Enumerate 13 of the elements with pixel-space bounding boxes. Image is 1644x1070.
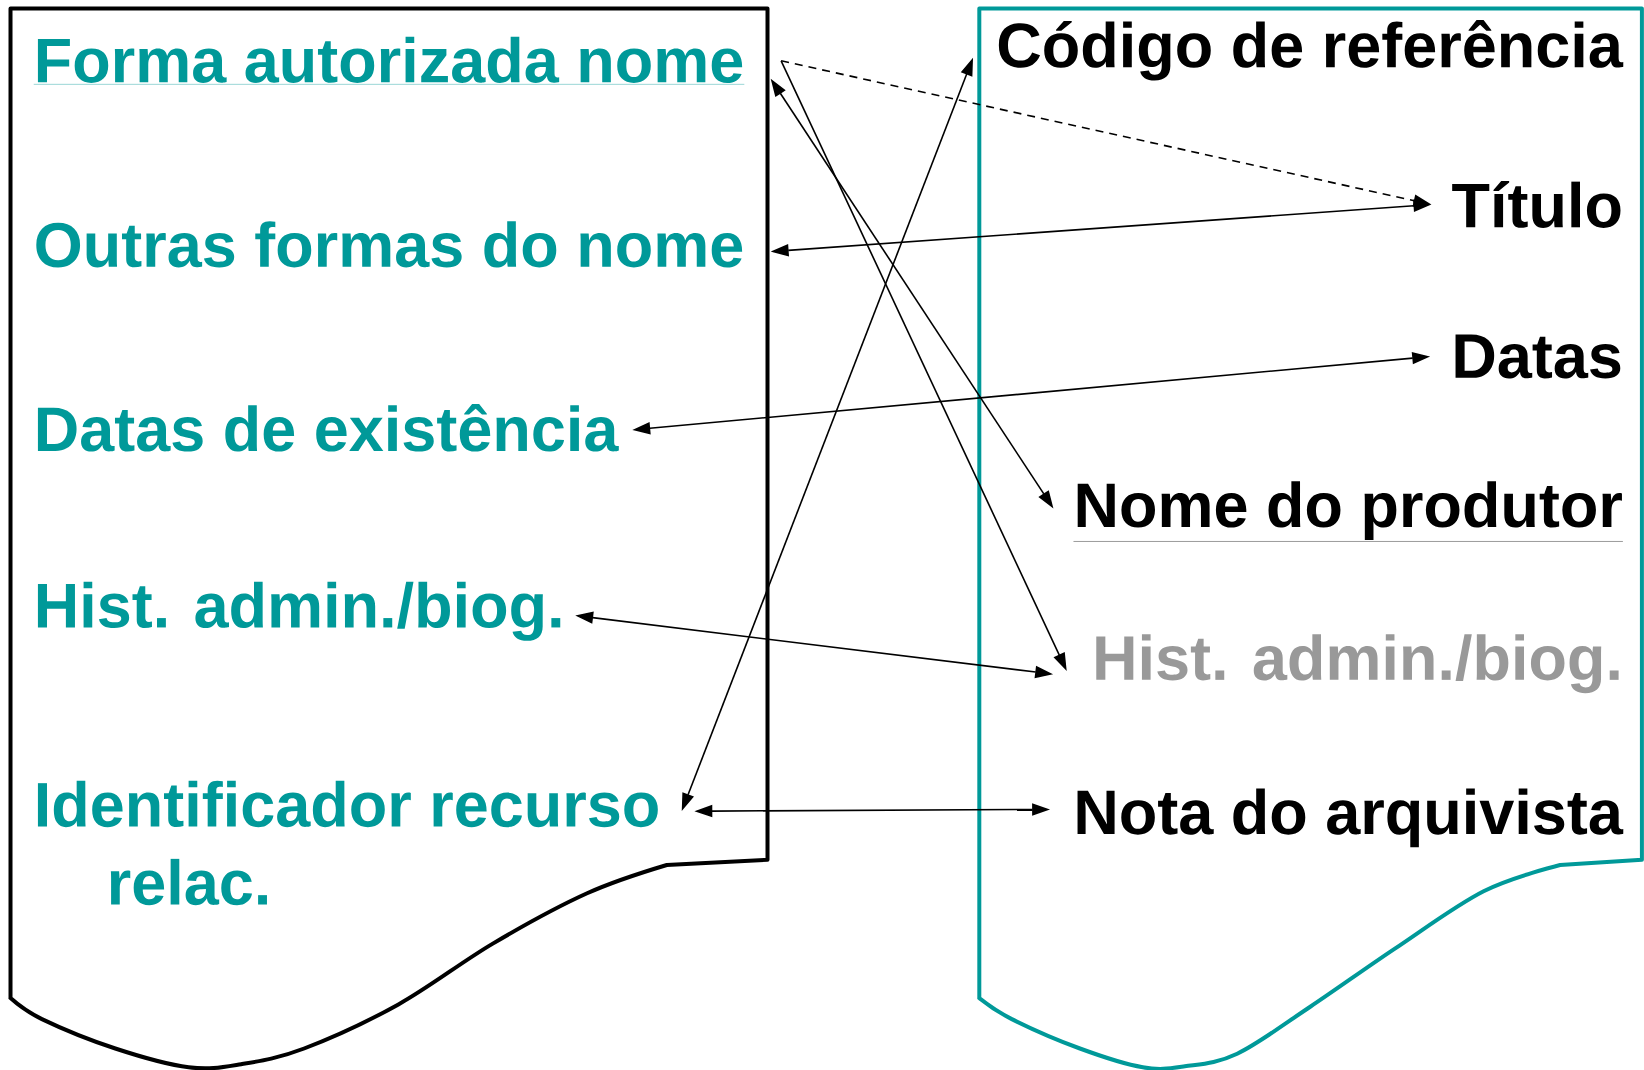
field-label: Datas de existência xyxy=(37,403,619,452)
field-label: Nome do produtor xyxy=(1073,481,1624,542)
field-label: Título xyxy=(1452,181,1621,228)
field-label: Identificador recurso relac. xyxy=(37,780,658,906)
field-label: Código de referência xyxy=(998,20,1624,81)
field-label: Forma autorizada nome xyxy=(33,36,745,85)
field-label: Datas xyxy=(1455,334,1621,379)
field-label: Hist. admin./biog. xyxy=(1096,634,1619,694)
field-label: Nota do arquivista xyxy=(1077,788,1624,848)
field-label: Outras formas do nome xyxy=(36,221,743,268)
document-shape xyxy=(977,6,1644,1070)
field-label: Hist. admin./biog. xyxy=(37,581,561,641)
document-shape xyxy=(8,6,770,1070)
